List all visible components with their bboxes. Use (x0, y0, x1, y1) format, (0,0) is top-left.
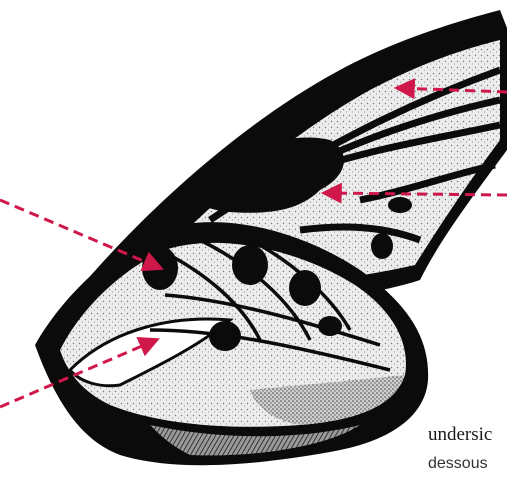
caption-english: undersic (428, 424, 492, 446)
hindwing-eyespot-5 (318, 316, 342, 336)
caption-french: dessous (428, 455, 488, 473)
hindwing-eyespot-2 (232, 245, 268, 285)
hindwing-eyespot-4 (209, 321, 241, 351)
hindwing-eyespot-3 (289, 270, 321, 306)
forewing-spot-2 (371, 233, 393, 259)
forewing-spot-1 (388, 197, 412, 213)
